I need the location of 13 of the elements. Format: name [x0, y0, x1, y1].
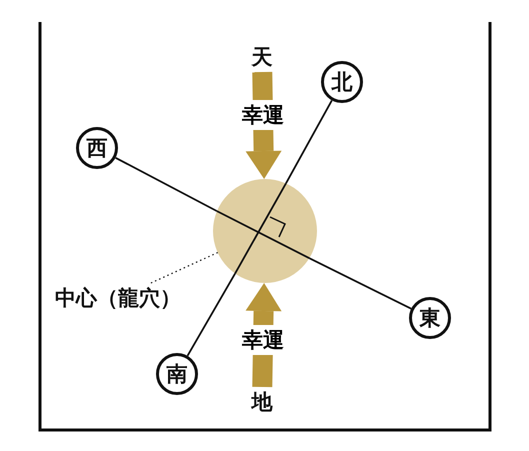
direction-circle: 南 [156, 353, 198, 395]
direction-circle: 北 [321, 61, 363, 103]
thick-arrow [246, 283, 282, 388]
thick-arrow [246, 72, 282, 179]
direction-circle: 西 [76, 127, 118, 169]
center-label: 中心（龍穴） [53, 283, 183, 313]
leader-line [150, 252, 218, 284]
heaven-label: 天 [247, 42, 277, 72]
edge-label: 幸運 [240, 325, 286, 356]
center-disc [213, 179, 317, 283]
direction-circle: 東 [409, 297, 451, 339]
edge-label: 幸運 [240, 100, 286, 130]
earth-label: 地 [247, 387, 277, 417]
